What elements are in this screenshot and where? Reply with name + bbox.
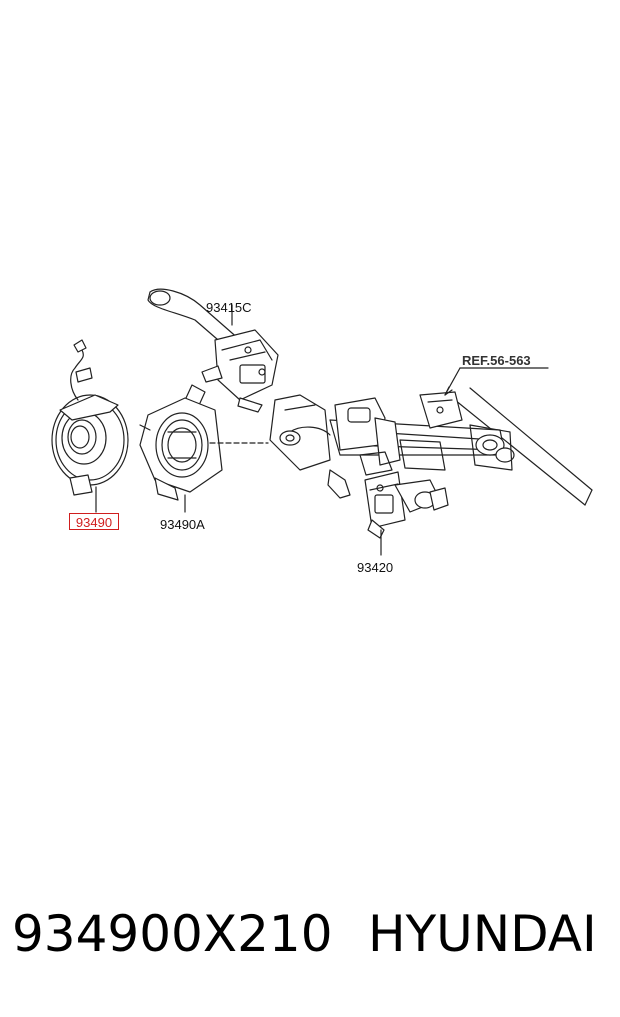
lever-switch-93415c-drawing (147, 288, 279, 413)
parts-diagram: 93415C 93490A 93420 REF.56-563 93490 (51, 288, 593, 575)
part-number-text: 934900X210 (12, 905, 333, 963)
highlighted-part-label[interactable]: 93490 (69, 513, 119, 530)
steering-column-drawing (269, 387, 593, 506)
callout-93415c: 93415C (206, 300, 252, 315)
reference-label: REF.56-563 (462, 353, 531, 368)
clock-spring-housing-93490a-drawing (139, 384, 269, 513)
clock-spring-93490-drawing (51, 339, 129, 513)
callout-93490a: 93490A (160, 517, 205, 532)
part-footer: 934900X210 HYUNDAI (0, 905, 620, 975)
callout-93420: 93420 (357, 560, 394, 575)
switch-93420-drawing (364, 471, 449, 556)
reference-leader (444, 367, 549, 396)
brand-text: HYUNDAI (368, 905, 597, 963)
exploded-view-drawing (51, 288, 593, 556)
